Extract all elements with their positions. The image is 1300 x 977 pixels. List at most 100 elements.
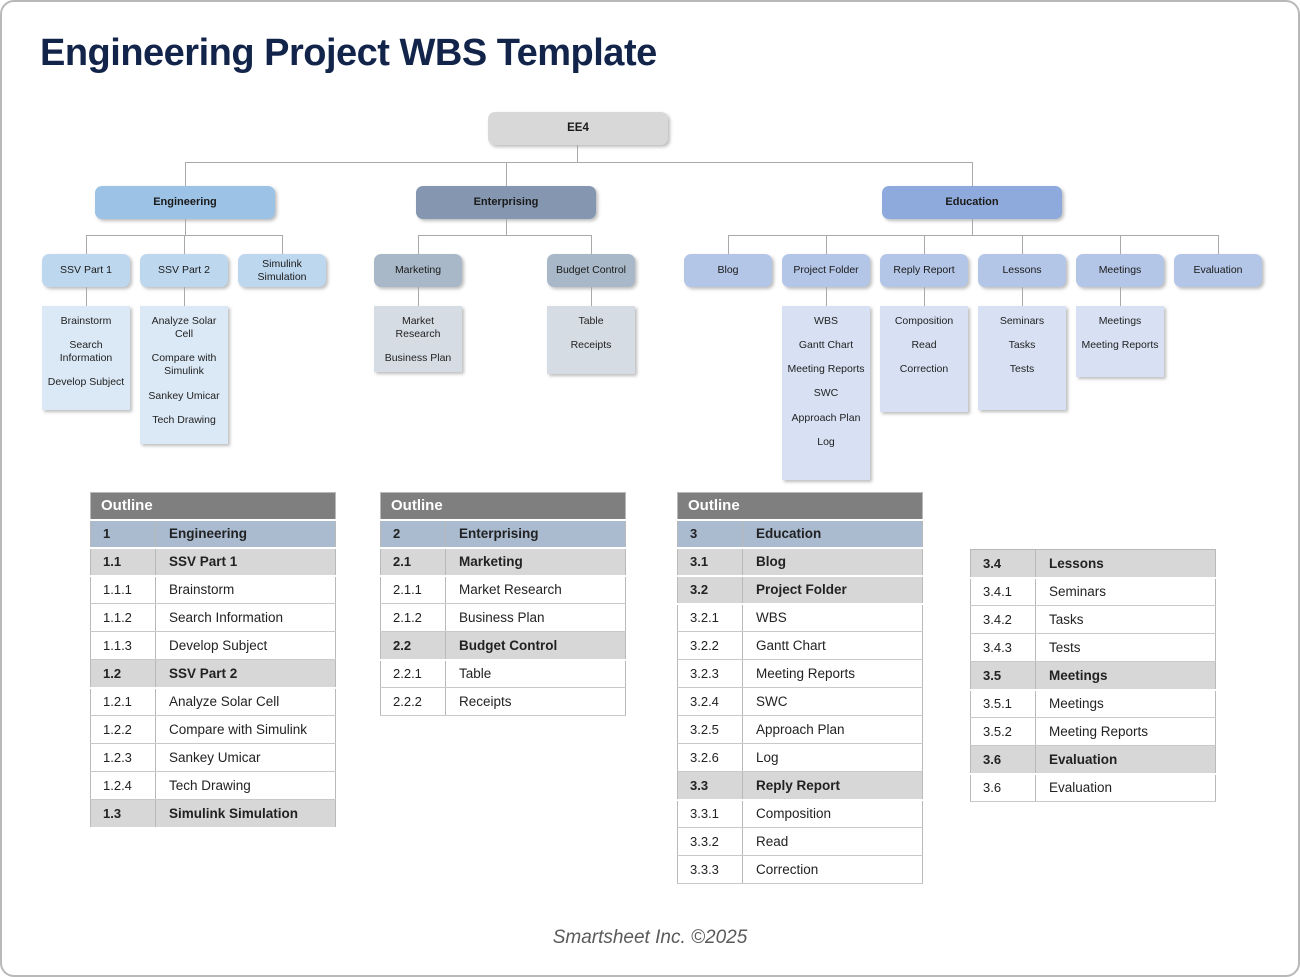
outline-row: 3.6 Evaluation [970, 745, 1216, 775]
cell-num: 3.2.2 [677, 631, 743, 660]
leaf-item: Approach Plan [791, 411, 861, 424]
cell-num: 3.3.1 [677, 799, 743, 828]
connector-line [86, 235, 283, 236]
connector-line [591, 287, 592, 306]
cell-num: 3.1 [677, 547, 743, 577]
outline-row: 2.1.1 Market Research [380, 575, 626, 604]
cell-label: Correction [742, 855, 923, 884]
connector-line [418, 236, 419, 254]
outline-header-label: Outline [90, 492, 336, 521]
outline-row: 3.6 Evaluation [970, 773, 1216, 802]
leaf-list-lessons: Seminars Tasks Tests [978, 306, 1066, 410]
cell-label: Composition [742, 799, 923, 828]
child-project-folder: Project Folder [782, 254, 870, 287]
leaf-item: Meetings [1098, 315, 1142, 327]
cell-label: SWC [742, 687, 923, 716]
outline-row: 2.2 Budget Control [380, 631, 626, 661]
cell-num: 1.1.2 [90, 603, 156, 632]
leaf-item: Brainstorm [60, 315, 112, 327]
cell-label: Develop Subject [155, 631, 336, 660]
outline-table-enterprising: Outline 2 Enterprising 2.1 Marketing 2.1… [380, 492, 626, 716]
cell-num: 3.6 [970, 773, 1036, 802]
cell-num: 2.2 [380, 631, 446, 661]
leaf-item: Read [911, 339, 937, 352]
cell-label: Search Information [155, 603, 336, 632]
outline-row: 3.3.1 Composition [677, 799, 923, 828]
connector-line [1022, 236, 1023, 254]
connector-line [591, 236, 592, 254]
child-blog: Blog [684, 254, 772, 287]
connector-line [924, 287, 925, 306]
outline-row: 1.3 Simulink Simulation [90, 799, 336, 829]
connector-line [577, 145, 578, 163]
connector-line [728, 236, 729, 254]
connector-line [972, 219, 973, 236]
leaf-item: Gantt Chart [798, 339, 854, 352]
outline-row: 2.2.2 Receipts [380, 687, 626, 716]
cell-num: 3.3.3 [677, 855, 743, 884]
cell-label: Tests [1035, 633, 1216, 662]
cell-num: 3.5.1 [970, 689, 1036, 718]
leaf-item: Log [817, 435, 835, 448]
connector-line [418, 287, 419, 306]
cell-num: 1.2.1 [90, 687, 156, 716]
cell-num: 3.6 [970, 745, 1036, 775]
child-ssv-part-2: SSV Part 2 [140, 254, 228, 287]
leaf-item: Meeting Reports [1081, 339, 1159, 352]
outline-header-row: Outline [90, 492, 336, 521]
cell-label: Simulink Simulation [155, 799, 336, 829]
cell-num: 3.4 [970, 549, 1036, 579]
cell-label: Meeting Reports [1035, 717, 1216, 746]
connector-line [924, 236, 925, 254]
leaf-item: Composition [894, 315, 954, 327]
outline-row: 1.1.2 Search Information [90, 603, 336, 632]
outline-table-education-continued: 3.4 Lessons 3.4.1 Seminars 3.4.2 Tasks 3… [970, 549, 1216, 802]
cell-num: 3.2.3 [677, 659, 743, 688]
leaf-list-ssv-part-2: Analyze Solar Cell Compare with Simulink… [140, 306, 228, 444]
cell-label: Project Folder [742, 575, 923, 605]
connector-line [728, 235, 1219, 236]
outline-row: 3.5 Meetings [970, 661, 1216, 691]
footer-credit: Smartsheet Inc. ©2025 [552, 927, 748, 948]
outline-row: 3.2 Project Folder [677, 575, 923, 605]
cell-label: SSV Part 2 [155, 659, 336, 689]
outline-row: 1 Engineering [90, 519, 336, 549]
leaf-list-ssv-part-1: Brainstorm Search Information Develop Su… [42, 306, 130, 410]
leaf-item: WBS [814, 315, 838, 327]
connector-line [1120, 236, 1121, 254]
branch-enterprising: Enterprising [416, 186, 596, 219]
child-marketing: Marketing [374, 254, 462, 287]
cell-label: Budget Control [445, 631, 626, 661]
cell-num: 2.1.2 [380, 603, 446, 632]
connector-line [1120, 287, 1121, 306]
outline-row: 3.2.4 SWC [677, 687, 923, 716]
child-budget-control: Budget Control [547, 254, 635, 287]
outline-table-engineering: Outline 1 Engineering 1.1 SSV Part 1 1.1… [90, 492, 336, 829]
connector-line [86, 287, 87, 306]
cell-num: 1 [90, 519, 156, 549]
cell-num: 2.1 [380, 547, 446, 577]
outline-row: 1.1.1 Brainstorm [90, 575, 336, 604]
cell-label: Tasks [1035, 605, 1216, 634]
outline-row: 3.3.2 Read [677, 827, 923, 856]
cell-num: 3.3.2 [677, 827, 743, 856]
child-lessons: Lessons [978, 254, 1066, 287]
cell-label: WBS [742, 603, 923, 632]
branch-engineering: Engineering [95, 186, 275, 219]
cell-num: 1.1.1 [90, 575, 156, 604]
outline-row: 1.1.3 Develop Subject [90, 631, 336, 660]
outline-row: 3.4 Lessons [970, 549, 1216, 579]
leaf-item: Tech Drawing [152, 413, 216, 426]
cell-label: Marketing [445, 547, 626, 577]
leaf-item: Table [578, 315, 604, 327]
connector-line [826, 287, 827, 306]
connector-line [185, 219, 186, 236]
cell-label: Sankey Umicar [155, 743, 336, 772]
outline-row: 1.1 SSV Part 1 [90, 547, 336, 577]
leaf-list-marketing: Market Research Business Plan [374, 306, 462, 372]
connector-line [1022, 287, 1023, 306]
child-simulink-simulation: Simulink Simulation [238, 254, 326, 287]
leaf-item: Business Plan [384, 352, 452, 365]
cell-num: 1.2.2 [90, 715, 156, 744]
